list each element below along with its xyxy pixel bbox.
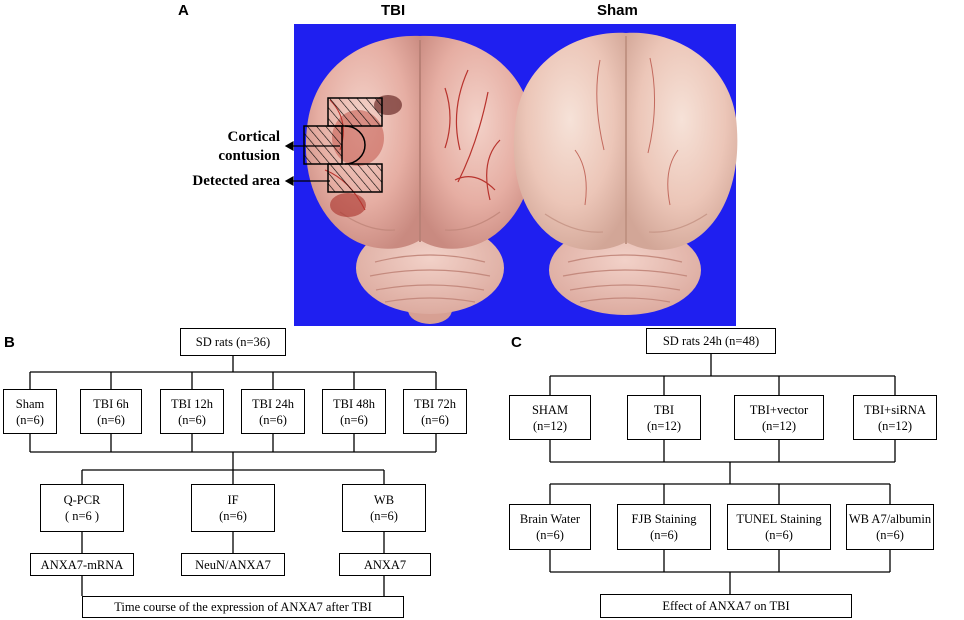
b-target-box: NeuN/ANXA7 bbox=[181, 553, 285, 576]
b-target-box: ANXA7-mRNA bbox=[30, 553, 134, 576]
panel-c-connectors bbox=[549, 354, 896, 594]
b-group-box: TBI 72h(n=6) bbox=[403, 389, 467, 434]
panel-a-letter: A bbox=[178, 2, 189, 19]
b-method-box: IF(n=6) bbox=[191, 484, 275, 532]
b-group-box: TBI 24h(n=6) bbox=[241, 389, 305, 434]
b-group-box: TBI 12h(n=6) bbox=[160, 389, 224, 434]
c-group-box: SHAM(n=12) bbox=[509, 395, 591, 440]
tbi-photo-title: TBI bbox=[381, 2, 406, 19]
c-group-box: TBI(n=12) bbox=[627, 395, 701, 440]
detected-area-boxes bbox=[303, 97, 383, 193]
c-top-box: SD rats 24h (n=48) bbox=[646, 328, 776, 354]
sham-brain bbox=[513, 32, 738, 315]
c-assay-box: TUNEL Staining(n=6) bbox=[727, 504, 831, 550]
annotation-arrows bbox=[284, 140, 340, 187]
b-method-box: Q-PCR( n=6 ) bbox=[40, 484, 124, 532]
detected-area-label: Detected area bbox=[192, 173, 280, 189]
c-assay-box: Brain Water(n=6) bbox=[509, 504, 591, 550]
b-bottom-box: Time course of the expression of ANXA7 a… bbox=[82, 596, 404, 618]
c-group-box: TBI+vector(n=12) bbox=[734, 395, 824, 440]
panel-c-letter: C bbox=[511, 334, 522, 351]
b-top-box: SD rats (n=36) bbox=[180, 328, 286, 356]
b-target-box: ANXA7 bbox=[339, 553, 431, 576]
b-method-box: WB(n=6) bbox=[342, 484, 426, 532]
c-group-box: TBI+siRNA(n=12) bbox=[853, 395, 937, 440]
b-group-box: TBI 6h(n=6) bbox=[80, 389, 142, 434]
tbi-brain bbox=[305, 35, 535, 324]
c-assay-box: WB A7/albumin(n=6) bbox=[846, 504, 934, 550]
brain-photo bbox=[284, 24, 738, 326]
sham-photo-title: Sham bbox=[597, 2, 638, 19]
panel-b-letter: B bbox=[4, 334, 15, 351]
cortical-contusion-label: Cortical contusion bbox=[218, 129, 280, 164]
c-assay-box: FJB Staining(n=6) bbox=[617, 504, 711, 550]
b-group-box: Sham(n=6) bbox=[3, 389, 57, 434]
c-bottom-box: Effect of ANXA7 on TBI bbox=[600, 594, 852, 618]
b-group-box: TBI 48h(n=6) bbox=[322, 389, 386, 434]
